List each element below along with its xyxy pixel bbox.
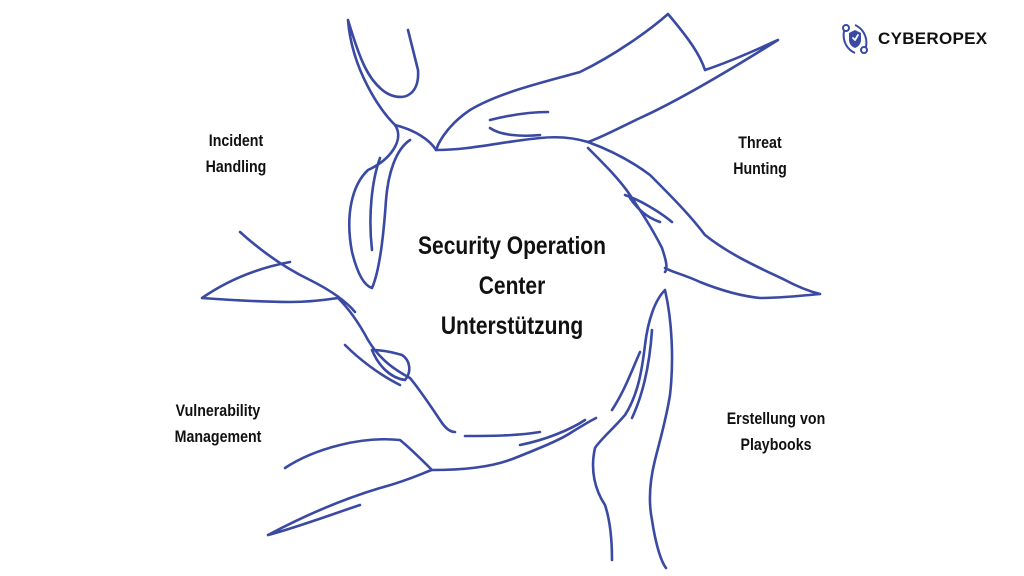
label-vulnerability-management: Vulnerability Management	[138, 398, 298, 451]
label-incident-handling-line-1: Incident	[208, 132, 264, 150]
label-playbooks: Erstellung von Playbooks	[696, 406, 856, 459]
hands-line-art-icon	[200, 12, 822, 570]
center-title: Security Operation Center Unterstützung	[362, 226, 662, 346]
label-playbooks-line-1: Erstellung von	[726, 410, 826, 428]
brand-name: CYBEROPEX	[878, 29, 988, 48]
center-title-line-1: Security Operation	[418, 232, 606, 260]
label-threat-hunting-line-2: Hunting	[733, 160, 787, 179]
brand-logo: CYBEROPEX	[838, 22, 987, 56]
center-title-line-2: Center	[478, 272, 546, 300]
label-playbooks-line-2: Playbooks	[740, 436, 812, 455]
label-vulnerability-management-line-1: Vulnerability	[175, 402, 261, 420]
label-incident-handling-line-2: Handling	[205, 158, 267, 177]
label-incident-handling: Incident Handling	[156, 128, 316, 181]
center-title-line-3: Unterstützung	[440, 312, 584, 340]
label-vulnerability-management-line-2: Management	[174, 428, 262, 447]
shield-network-icon	[842, 24, 868, 54]
label-threat-hunting-line-1: Threat	[738, 134, 782, 152]
label-threat-hunting: Threat Hunting	[680, 130, 840, 183]
